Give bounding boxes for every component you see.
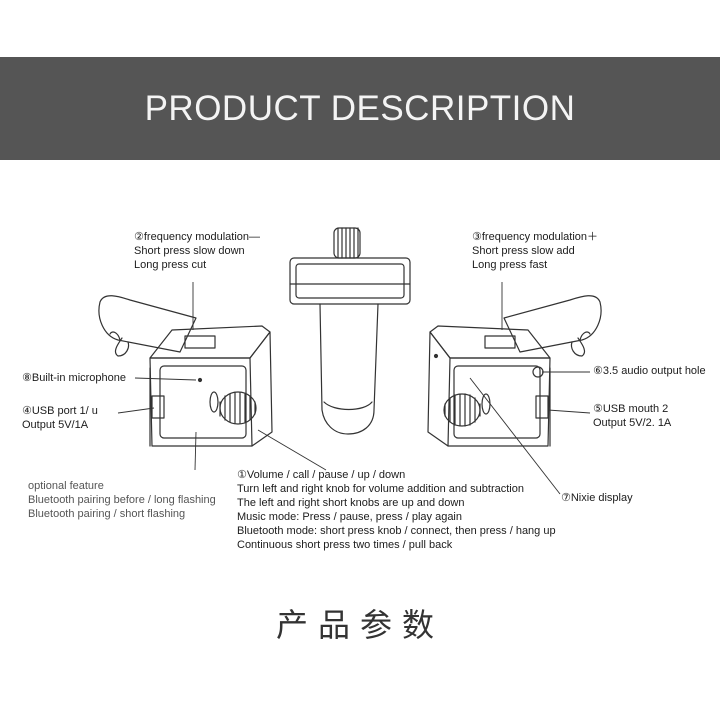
leader-usb1 [117,407,155,414]
callout-audio-output: ⑥3.5 audio output hole [593,365,706,377]
leader-lines [117,282,591,495]
right-device [427,295,602,447]
footer-title: 产品参数 [275,606,444,644]
leader-microphone [134,377,197,381]
center-device [289,227,411,435]
callout-freq-plus: ③frequency modulation＋ Short press slow … [472,231,599,271]
callout-microphone: ⑧Built-in microphone [22,372,127,384]
callout-nixie-display: ⑦Nixie display [561,492,633,504]
callout-optional-feature: optional feature Bluetooth pairing befor… [28,480,216,520]
callout-usb-port-2: ⑤USB mouth 2 Output 5V/2. 1A [593,403,672,429]
callout-knob: ①Volume / call / pause / up / down Turn … [237,469,556,551]
left-device [98,295,273,447]
header-banner: PRODUCT DESCRIPTION [0,57,720,160]
leader-usb2 [547,409,591,414]
callout-usb-port-1: ④USB port 1/ u Output 5V/1A [22,405,98,431]
page-title: PRODUCT DESCRIPTION [144,88,576,128]
leader-knob [257,429,327,471]
callout-freq-minus: ②frequency modulation— Short press slow … [134,231,261,271]
leader-display [469,377,561,495]
leader-optional [194,431,197,471]
